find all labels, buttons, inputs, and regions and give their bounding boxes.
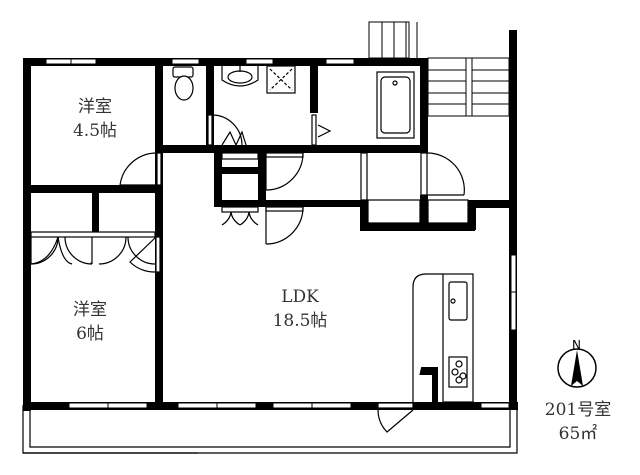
balcony xyxy=(22,405,518,454)
doors xyxy=(30,114,469,433)
windows xyxy=(45,58,517,409)
room-label-ldk: LDK 18.5帖 xyxy=(255,285,345,333)
room-label-western-6: 洋室 6帖 xyxy=(55,298,125,346)
room-name: LDK xyxy=(281,287,319,307)
room-size: 18.5帖 xyxy=(272,311,328,331)
room-name: 洋室 xyxy=(73,300,107,320)
room-label-western-4-5: 洋室 4.5帖 xyxy=(60,95,130,143)
kitchen-counter xyxy=(412,273,474,403)
compass-north-label: N xyxy=(572,338,581,352)
unit-info: 201号室 65㎡ xyxy=(532,398,624,446)
washbasin xyxy=(221,66,259,87)
bathtub xyxy=(376,71,415,139)
compass-icon xyxy=(557,348,597,388)
room-size: 6帖 xyxy=(76,324,104,344)
washing-machine-pan xyxy=(266,65,296,94)
toilet xyxy=(172,66,194,101)
room-size: 4.5帖 xyxy=(72,121,118,141)
room-name: 洋室 xyxy=(78,97,112,117)
unit-name: 201号室 xyxy=(544,400,612,420)
unit-area: 65㎡ xyxy=(558,424,598,444)
staircase xyxy=(368,21,510,117)
